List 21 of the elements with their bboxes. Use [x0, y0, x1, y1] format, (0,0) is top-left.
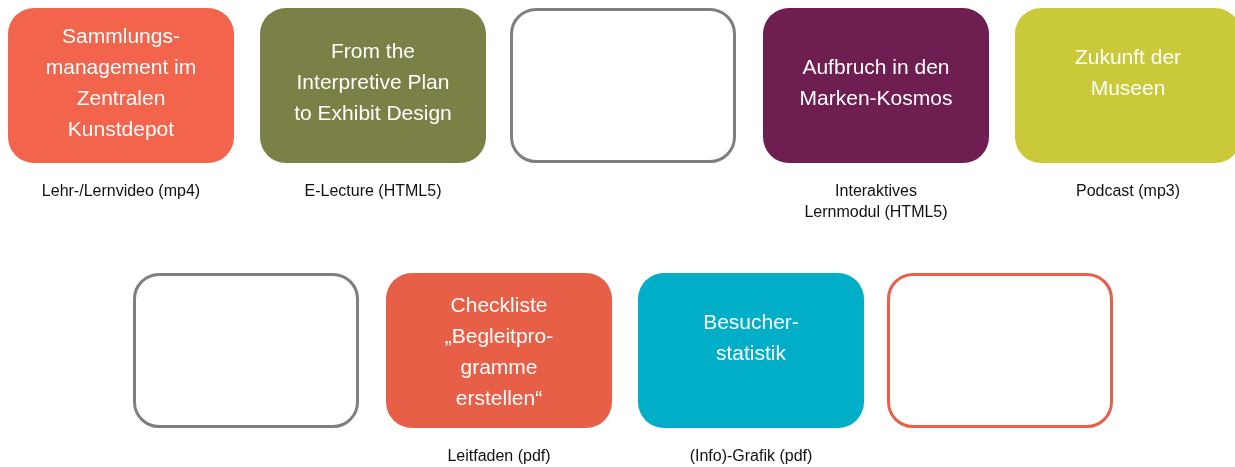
node-label: Lehr-/Lernvideo (mp4): [40, 181, 202, 201]
box-text: Checkliste „Begleitpro- gramme erstellen“: [443, 291, 555, 411]
rounded-box: [763, 8, 989, 163]
node-label: Podcast (mp3): [1074, 181, 1181, 201]
rounded-box: [638, 273, 864, 428]
node-label: (Info)-Grafik (pdf): [688, 446, 814, 466]
node-label: Interaktives Lernmodul (HTML5): [803, 181, 949, 222]
node-label: E-Lecture (HTML5): [303, 181, 443, 201]
rounded-box: [8, 8, 234, 163]
empty-box: [887, 273, 1113, 428]
empty-box: [510, 8, 736, 163]
empty-box: [133, 273, 359, 428]
box-text: Besucher- statistik: [702, 308, 800, 366]
rounded-box: [260, 8, 486, 163]
box-text: From the Interpretive Plan to Exhibit Design: [293, 38, 453, 126]
box-text: Zukunft der Museen: [1073, 43, 1183, 101]
node-label: Leitfaden (pdf): [446, 446, 552, 466]
rounded-box: [1015, 8, 1235, 163]
box-text: Sammlungs- management im Zentralen Kunstdepot: [44, 22, 198, 142]
rounded-box: [386, 273, 612, 428]
box-text: Aufbruch in den Marken-Kosmos: [798, 53, 954, 111]
